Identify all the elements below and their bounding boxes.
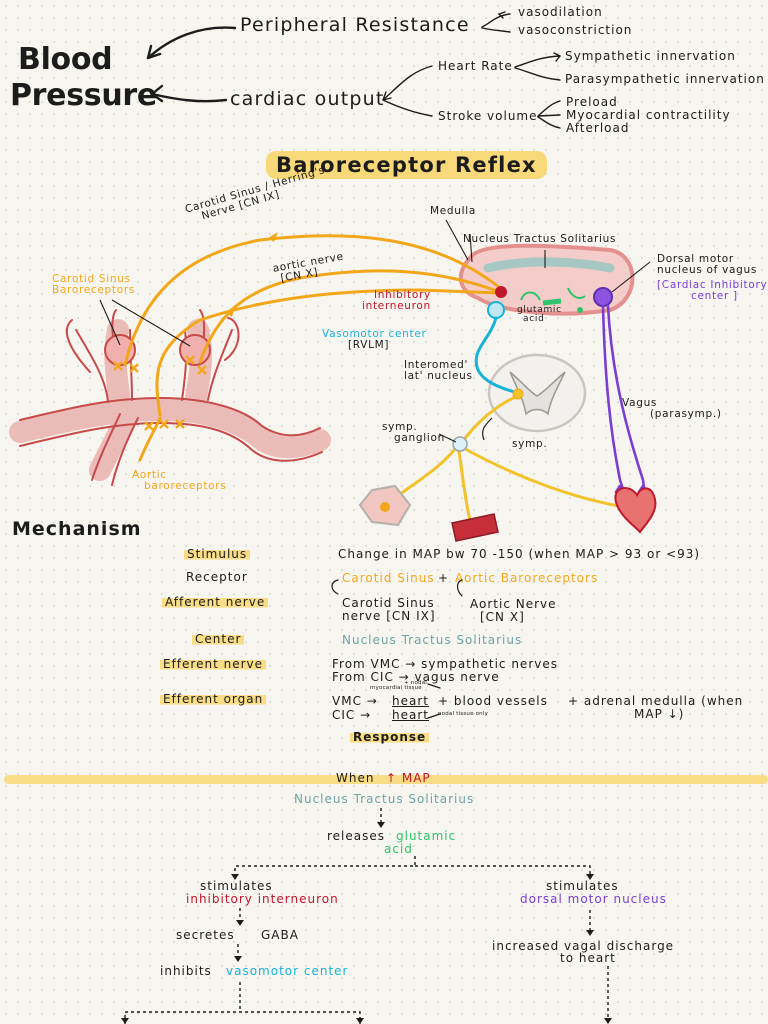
- glutamic-acid-label: glutamic acid: [517, 305, 562, 325]
- receptor-carotid: Carotid Sinus: [342, 571, 435, 585]
- flow-when: When: [336, 771, 375, 785]
- pressure-title: Pressure: [10, 78, 157, 113]
- inhibitory-interneuron-label: Inhibitory interneuron: [362, 289, 431, 313]
- efferent-organ-cic: CIC →: [332, 708, 372, 722]
- cardiac-inhibitory-label: [Cardiac Inhibitory center ]: [657, 279, 768, 303]
- afferent-carotid: Carotid Sinus nerve [CN IX]: [342, 596, 436, 623]
- stroke-volume: Stroke volume: [438, 109, 538, 123]
- flow-stimulates-right: stimulates: [546, 879, 619, 893]
- afferent-aortic: Aortic Nerve [CN X]: [470, 597, 557, 624]
- intermediolateral-label: Interomed' lat' nucleus: [404, 359, 473, 383]
- baroreceptor-diagram: [9, 219, 657, 542]
- vagus-label: Vagus (parasymp.): [622, 397, 722, 421]
- baroreceptor-marks: [113, 355, 207, 431]
- response-label: Response: [350, 730, 430, 744]
- flow-nts: Nucleus Tractus Solitarius: [294, 792, 475, 806]
- symp-ganglion-label: symp. ganglion: [382, 421, 445, 445]
- efferent-organ-label: Efferent organ: [160, 692, 267, 706]
- header-arrows: [146, 11, 561, 129]
- sympathetic-innervation: Sympathetic innervation: [565, 49, 736, 63]
- spinal-cord-shape: [487, 353, 587, 433]
- preload: Preload: [566, 95, 618, 109]
- blood-vessel-shape: [451, 513, 499, 542]
- symp-ganglion-dot: [452, 436, 468, 452]
- flow-vasomotor-center: vasomotor center: [226, 964, 349, 978]
- flow-map: ↑ MAP: [386, 771, 431, 785]
- stimulus-label: Stimulus: [184, 547, 251, 561]
- center-value: Nucleus Tractus Solitarius: [342, 633, 523, 647]
- afterload: Afterload: [566, 121, 630, 135]
- mechanism-brackets: [331, 579, 463, 719]
- flow-stimulates-left: stimulates: [200, 879, 273, 893]
- flow-gaba: GABA: [261, 928, 299, 942]
- cardiac-output: cardiac output: [230, 88, 385, 110]
- nts-label: Nucleus Tractus Solitarius: [463, 233, 617, 245]
- heart-rate: Heart Rate: [438, 59, 513, 73]
- carotid-sinus-baroreceptors-label: Carotid Sinus Baroreceptors: [52, 273, 136, 297]
- myocardial-contractility: Myocardial contractility: [566, 108, 731, 122]
- flow-releases: releases: [327, 829, 386, 843]
- efferent-organ-heart-2: heart: [392, 708, 429, 722]
- receptor-aortic: Aortic Baroreceptors: [455, 571, 599, 585]
- efferent-organ-adrenal: + adrenal medulla (when MAP ↓): [568, 694, 744, 721]
- inhibitory-interneuron-dot: [495, 286, 507, 298]
- vasoconstriction: vasoconstriction: [518, 23, 633, 37]
- medulla-label: Medulla: [430, 205, 477, 217]
- blood-title: Blood: [18, 42, 113, 77]
- flow-dorsal-motor-nucleus: dorsal motor nucleus: [520, 892, 667, 906]
- peripheral-resistance: Peripheral Resistance: [240, 14, 470, 36]
- myocardial-note: myocardial tissue: [370, 685, 422, 691]
- parasympathetic-innervation: Parasympathetic innervation: [565, 72, 765, 86]
- flow-glutamic-acid: glutamic acid: [384, 829, 457, 856]
- flow-inhibits: inhibits: [160, 964, 212, 978]
- arrow-co-to-bp: [150, 92, 228, 103]
- efferent-organ-heart-1: heart: [392, 694, 429, 708]
- flow-secretes: secretes: [176, 928, 235, 942]
- vasodilation: vasodilation: [518, 5, 603, 19]
- efferent-organ-blood-vessels: + blood vessels: [438, 694, 548, 708]
- flow-increased-vagal: increased vagal discharge: [492, 939, 675, 953]
- vasomotor-center-label: Vasomotor center [RVLM]: [322, 328, 427, 352]
- sympathetic-pathway: [384, 316, 632, 522]
- flow-inhibitory-interneuron: inhibitory interneuron: [186, 892, 339, 906]
- flow-to-heart: to heart: [560, 951, 616, 965]
- symp-label: symp.: [512, 438, 548, 450]
- afferent-nerves: [123, 234, 502, 462]
- receptor-label: Receptor: [186, 570, 248, 584]
- baroreceptor-reflex-title: Baroreceptor Reflex: [266, 151, 547, 179]
- nodal-note-top: + nodal: [404, 680, 427, 686]
- center-label: Center: [192, 632, 245, 646]
- efferent-nerve-cic: From CIC → vagus nerve: [332, 670, 500, 684]
- mechanism-title: Mechanism: [12, 518, 142, 540]
- afferent-nerve-label: Afferent nerve: [162, 595, 269, 609]
- efferent-nerve-label: Efferent nerve: [160, 657, 266, 671]
- section-divider: [4, 775, 768, 784]
- arrow-pr-to-bp: [146, 26, 237, 60]
- aortic-baroreceptors-label: Aortic baroreceptors: [132, 469, 227, 493]
- receptor-plus: +: [438, 571, 450, 585]
- stimulus-value: Change in MAP bw 70 -150 (when MAP > 93 …: [338, 547, 701, 561]
- efferent-nerve-vmc: From VMC → sympathetic nerves: [332, 657, 558, 671]
- nodal-note-bottom: nodal tissue only: [438, 711, 489, 717]
- efferent-organ-vmc: VMC →: [332, 694, 378, 708]
- dorsal-motor-label: Dorsal motor nucleus of vagus: [657, 253, 758, 277]
- heart-shape: [614, 486, 657, 534]
